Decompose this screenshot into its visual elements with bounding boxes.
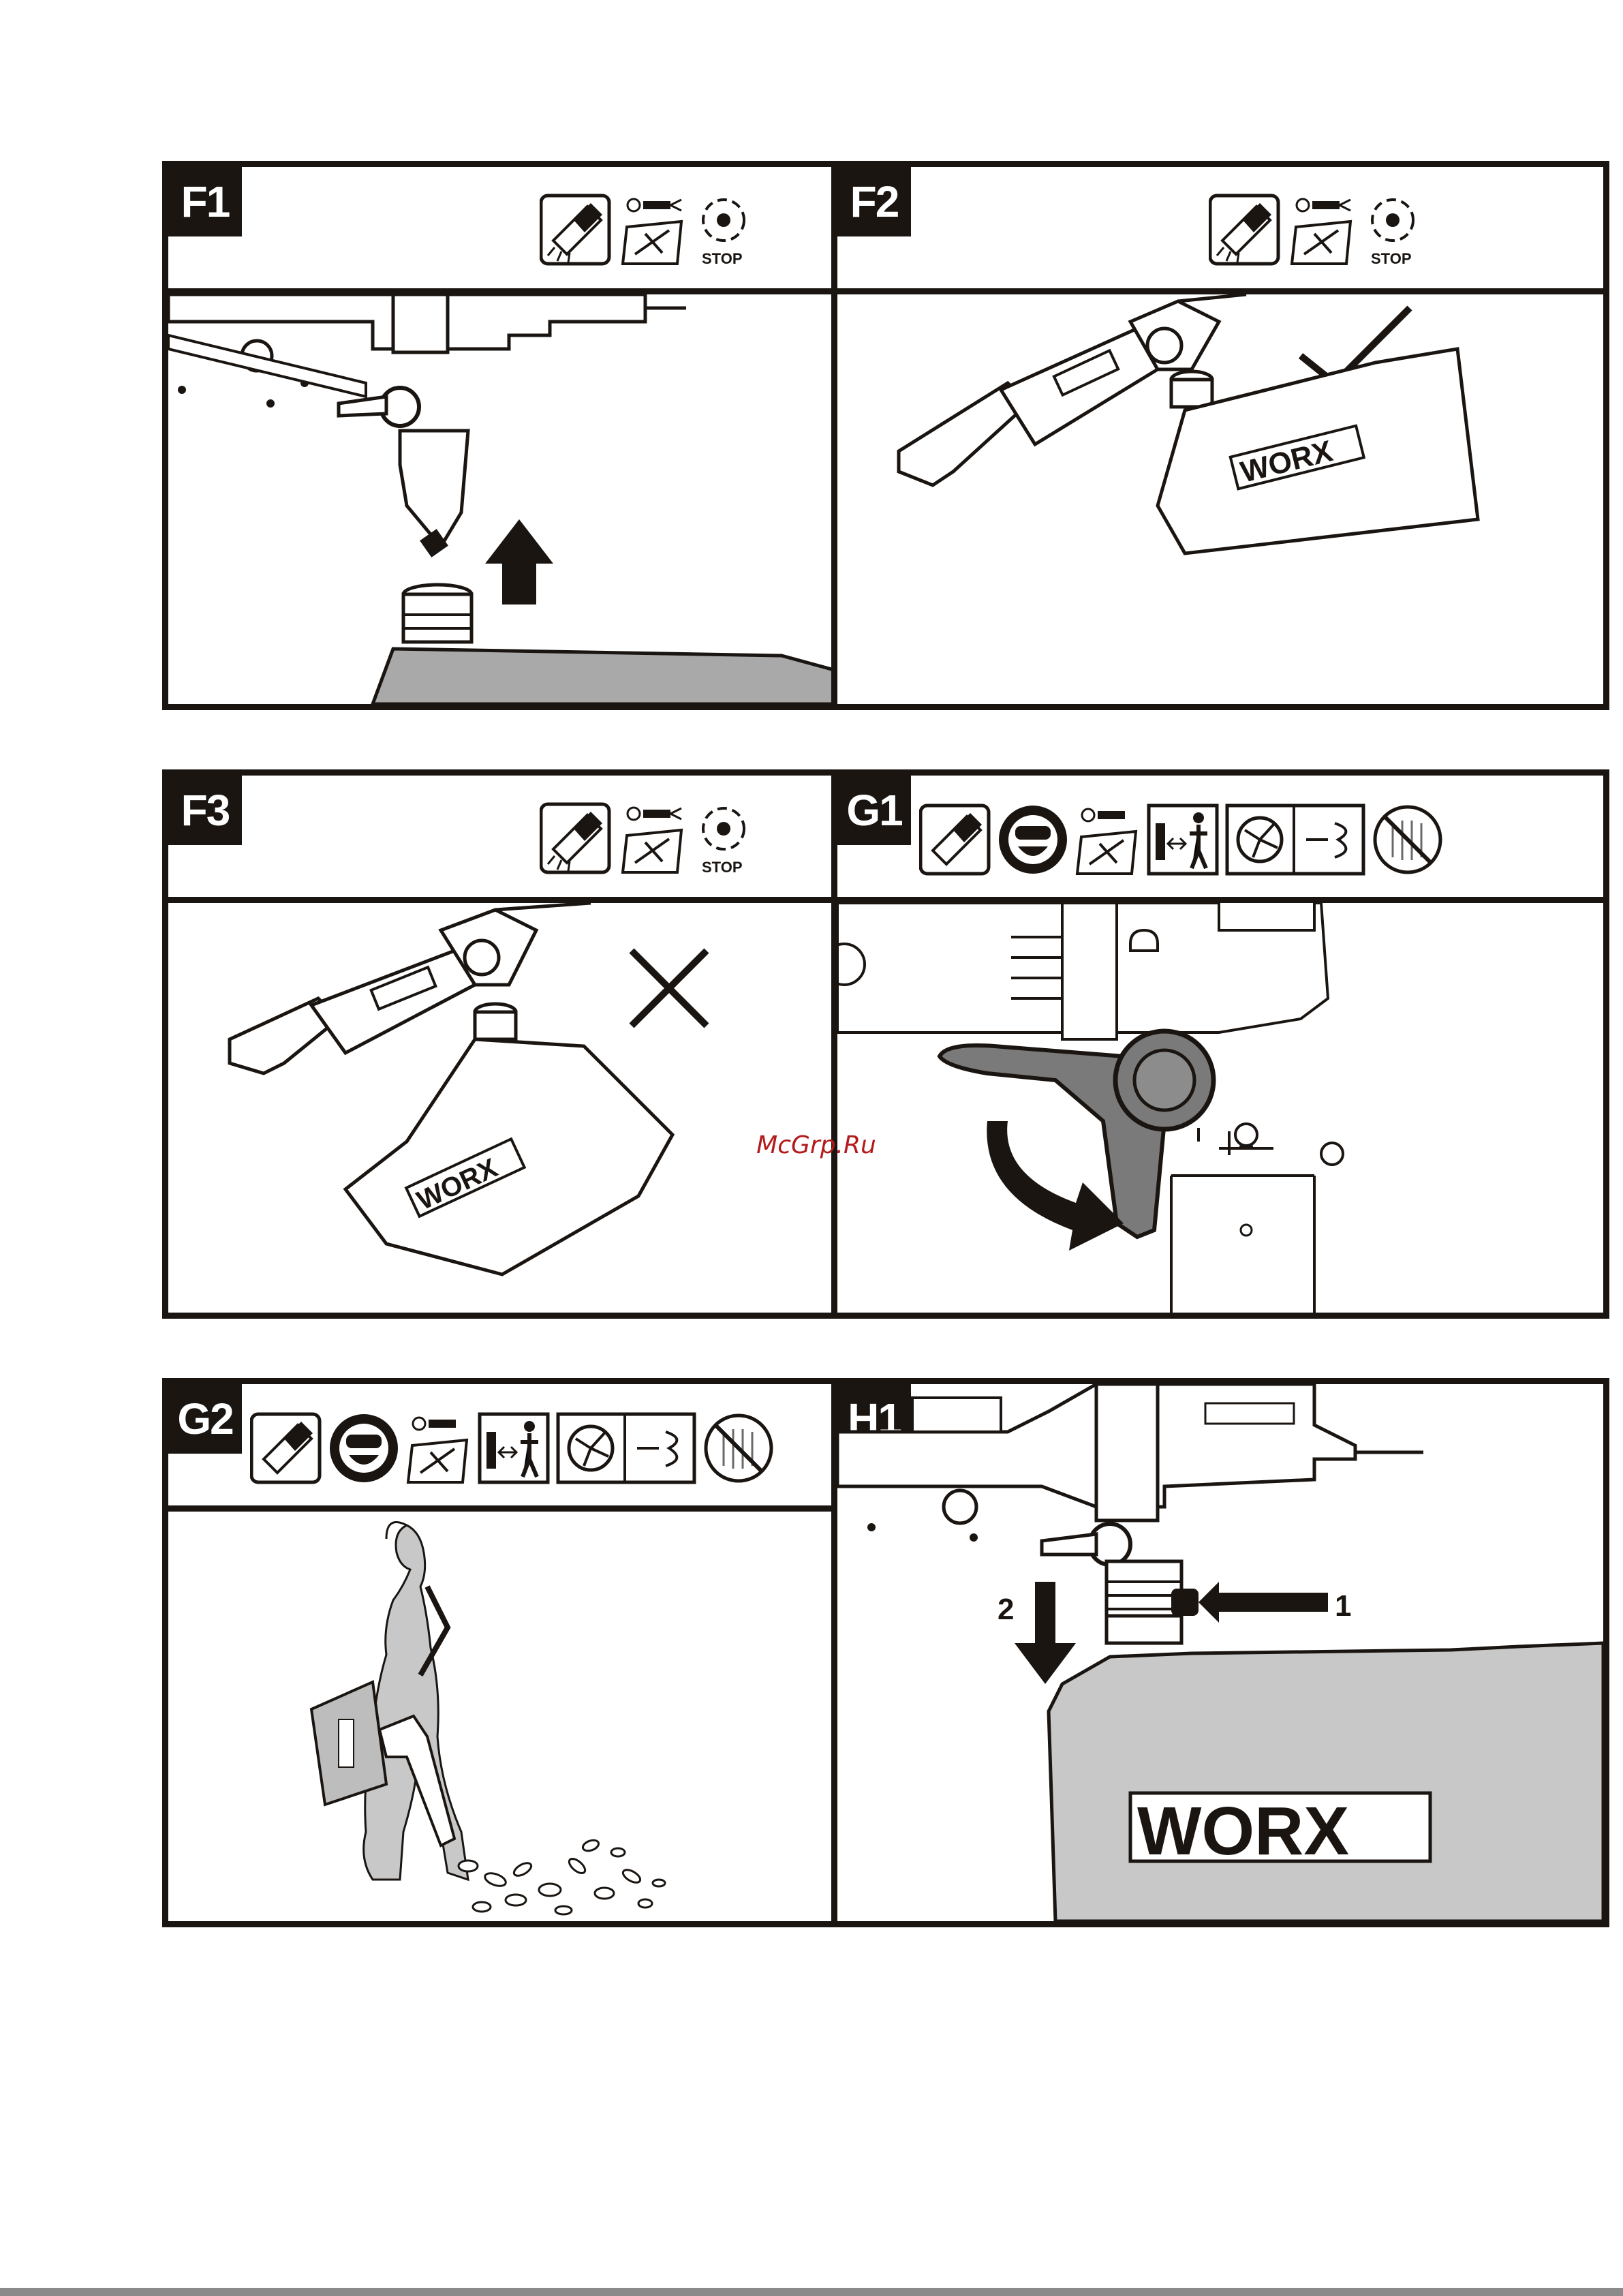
illustration-f1	[168, 294, 934, 704]
blower-housing	[837, 1384, 1423, 1542]
step-number: 2	[998, 1593, 1014, 1626]
collection-bag	[311, 1682, 386, 1805]
cross-mark-icon	[632, 951, 707, 1026]
panel-header: F2 STOP	[837, 167, 1603, 294]
rotate-arrow	[987, 1121, 1124, 1251]
unplug-manual-icon	[1292, 199, 1350, 264]
illustration-f3: WORX	[168, 903, 934, 1313]
panel-header: F3 STOP	[168, 776, 934, 903]
arrow-up	[485, 519, 553, 604]
bag-collar	[475, 1004, 516, 1039]
blower-nozzle-icon	[921, 806, 989, 874]
illustration-h1: 1 2 WORX	[837, 1384, 1603, 1921]
bag-collar	[1171, 371, 1212, 407]
lower-tube	[400, 431, 468, 547]
bottom-bar	[0, 2288, 1623, 2296]
bag-collar	[403, 585, 472, 642]
stop-blade-icon: STOP	[702, 808, 744, 876]
distance-bystander-icon	[480, 1414, 548, 1482]
collection-bag	[1049, 1643, 1603, 1921]
arrow-left	[1199, 1582, 1328, 1623]
unplug-manual-icon	[623, 808, 681, 872]
panel-label: F3	[168, 776, 242, 845]
panel-f3: F3 STOP	[162, 769, 940, 1319]
arrow-down	[1015, 1582, 1076, 1684]
panel-label: F1	[168, 167, 242, 236]
step-number: 1	[1335, 1589, 1351, 1623]
debris-impeller-icon	[558, 1414, 694, 1482]
leaves	[459, 1838, 665, 1914]
brand-text: WORX	[1137, 1793, 1349, 1869]
stop-label: STOP	[702, 250, 743, 267]
safety-icons	[250, 1411, 931, 1488]
panel-label: G2	[168, 1384, 242, 1454]
watermark-text: McGrp.Ru	[748, 1131, 884, 1159]
panel-label: F2	[837, 167, 911, 236]
stop-label: STOP	[702, 859, 743, 876]
panel-header: G1	[837, 776, 1603, 903]
face-mask-icon	[330, 1414, 398, 1482]
blower-nozzle-icon	[541, 804, 609, 872]
no-rain-icon	[706, 1415, 771, 1481]
safety-icons	[919, 803, 1601, 879]
panel-g1: G1	[831, 769, 1609, 1319]
blower-body	[168, 294, 686, 408]
illustration-f2: WORX	[837, 294, 1603, 704]
stop-blade-icon: STOP	[702, 200, 744, 267]
blower-nozzle-icon	[251, 1414, 320, 1482]
no-rain-icon	[1375, 807, 1440, 872]
panel-header: G2	[168, 1384, 934, 1512]
bag-collar	[1107, 1561, 1199, 1643]
illustration-g2	[168, 1512, 934, 1921]
unplug-manual-icon	[623, 199, 681, 264]
blower-nozzle-icon	[541, 196, 609, 264]
panel-g2: G2	[162, 1378, 940, 1927]
worx-logo: WORX	[1130, 1793, 1430, 1869]
unplug-manual-icon	[1077, 809, 1136, 874]
safety-icons: STOP	[1209, 193, 1604, 269]
illustration-g1	[837, 903, 1603, 1313]
distance-bystander-icon	[1149, 806, 1217, 874]
blower-nozzle-icon	[1210, 196, 1278, 264]
panel-label: G1	[837, 776, 911, 845]
debris-impeller-icon	[1227, 806, 1363, 874]
stop-blade-icon: STOP	[1371, 200, 1413, 267]
panel-header: F1 STOP	[168, 167, 934, 294]
stop-label: STOP	[1371, 250, 1412, 267]
panel-f1: F1 STOP	[162, 161, 940, 710]
panel-h1: H1 1	[831, 1378, 1609, 1927]
unplug-manual-icon	[408, 1418, 467, 1482]
face-mask-icon	[999, 806, 1067, 874]
panel-f2: F2 STOP	[831, 161, 1609, 710]
